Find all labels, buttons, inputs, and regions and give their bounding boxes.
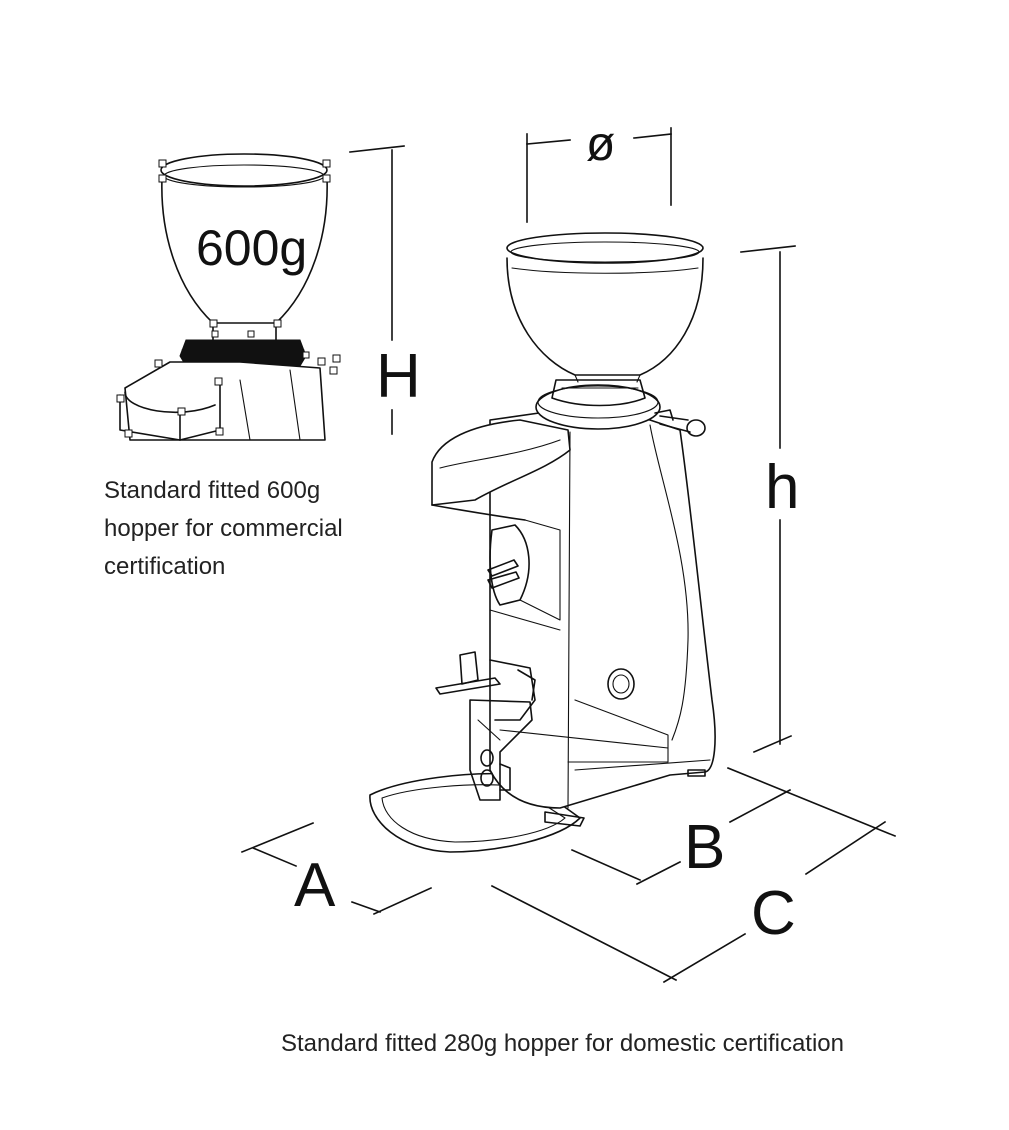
dimension-label-h: h [765, 453, 799, 522]
dimension-depth: B [570, 788, 792, 886]
dimension-label-H: H [376, 342, 421, 411]
main-caption: Standard fitted 280g hopper for domestic… [281, 1030, 844, 1057]
hopper-capacity-label: 600g [196, 220, 307, 276]
dimension-footprint: C [490, 766, 897, 984]
dimension-label-C: C [751, 879, 796, 948]
caption-line: hopper for commercial [104, 515, 343, 542]
dimension-label-diameter: ø [586, 118, 615, 171]
dimension-diameter: ø [526, 118, 672, 223]
dimension-height: h [740, 245, 799, 754]
caption-line: certification [104, 553, 226, 580]
grinder-illustration [369, 232, 716, 853]
dimension-label-A: A [294, 851, 336, 920]
large-hopper-caption: Standard fitted 600g hopper for commerci… [104, 472, 404, 586]
large-hopper-inset: 600g H [116, 145, 421, 441]
dimension-width: A [240, 821, 433, 920]
dimension-label-B: B [684, 813, 725, 882]
caption-line: Standard fitted 600g [104, 477, 321, 504]
